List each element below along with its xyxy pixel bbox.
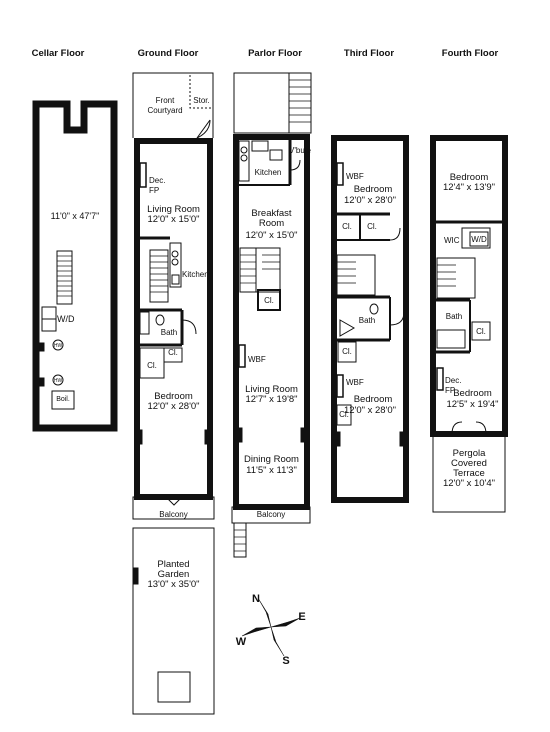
parlor-living-room-name: Living Room: [245, 384, 298, 395]
cellar-plan: [32, 100, 118, 432]
cellar-water-heater-1: HW: [53, 343, 63, 349]
parlor-breakfast-room-name: Breakfast Room: [251, 208, 292, 229]
fourth-washer-dryer: W/D: [471, 235, 487, 244]
compass-rose: [241, 597, 301, 657]
ground-floor-plan: [132, 72, 215, 715]
ground-living-room-dims: 12'0" x 15'0": [147, 214, 200, 225]
parlor-dining-room-name: Dining Room: [244, 454, 299, 465]
water-heater-icon: [52, 374, 64, 386]
third-floor-title: Third Floor: [343, 48, 395, 59]
third-wood-burning-fireplace-1: WBF: [346, 172, 364, 181]
fourth-walk-in-closet: WIC: [444, 236, 460, 245]
parlor-floor-plan: [231, 72, 312, 558]
ground-closet-1: Cl.: [147, 361, 157, 370]
parlor-closet: Cl.: [264, 296, 274, 305]
ground-storage: Stor.: [193, 96, 210, 105]
fourth-bedroom-2-name: Bedroom: [453, 388, 492, 399]
fourth-closet: Cl.: [476, 327, 486, 336]
water-heater-icon: [52, 339, 64, 351]
parlor-breakfast-room-dims: 12'0" x 15'0": [245, 230, 298, 241]
ground-decorative-fireplace: Dec. FP: [149, 176, 166, 195]
parlor-wood-burning-fireplace: WBF: [248, 355, 266, 364]
fourth-pergola-terrace: Pergola Covered Terrace: [451, 448, 487, 479]
third-bedroom-2-name: Bedroom: [353, 394, 393, 405]
compass-west: W: [235, 636, 247, 648]
fourth-floor-plan: [430, 135, 508, 513]
fourth-bath: Bath: [445, 312, 463, 321]
compass-east: E: [298, 611, 306, 623]
parlor-dining-room-dims: 11'5" x 11'3": [246, 465, 297, 476]
ground-floor-title: Ground Floor: [137, 48, 199, 59]
parlor-living-room-dims: 12'7" x 19'8": [245, 394, 298, 405]
compass-north: N: [252, 593, 260, 605]
fourth-bedroom-2-dims: 12'5" x 19'4": [446, 399, 499, 410]
third-bedroom-1-name: Bedroom: [353, 184, 393, 195]
third-floor-plan: [331, 135, 409, 503]
cellar-water-heater-2: HW: [53, 378, 63, 384]
fourth-floor-title: Fourth Floor: [441, 48, 499, 59]
cellar-boiler: Boil.: [56, 396, 70, 403]
ground-bedroom-dims: 12'0" x 28'0": [147, 401, 200, 412]
cellar-washer-dryer: W/D: [57, 314, 75, 324]
ground-planted-garden: Planted Garden: [157, 559, 190, 580]
third-bedroom-2-dims: 12'0" x 28'0": [343, 405, 397, 416]
ground-bath: Bath: [160, 328, 178, 337]
third-closet-1: Cl.: [342, 222, 352, 231]
parlor-balcony: Balcony: [256, 510, 286, 519]
ground-front-courtyard: Front Courtyard: [147, 96, 183, 115]
ground-garden-dims: 13'0" x 35'0": [147, 579, 200, 590]
third-wood-burning-fireplace-2: WBF: [346, 378, 364, 387]
fourth-bedroom-1-dims: 12'4" x 13'9": [442, 182, 496, 193]
third-closet-4: Cl.: [339, 410, 349, 419]
parlor-vestibule: V'bule: [289, 146, 311, 155]
ground-balcony: Balcony: [159, 510, 188, 519]
third-bedroom-1-dims: 12'0" x 28'0": [343, 195, 397, 206]
parlor-kitchen: Kitchen: [254, 168, 282, 177]
third-closet-3: Cl.: [342, 347, 352, 356]
ground-closet-2: Cl.: [168, 348, 178, 357]
cellar-floor-title: Cellar Floor: [31, 48, 85, 59]
parlor-floor-title: Parlor Floor: [248, 48, 302, 59]
third-closet-2: Cl.: [367, 222, 377, 231]
cellar-dimensions: 11'0" x 47'7": [50, 211, 100, 221]
compass-south: S: [282, 655, 290, 667]
fourth-decorative-fireplace: Dec. FP: [445, 376, 462, 395]
ground-bedroom-name: Bedroom: [154, 391, 193, 402]
fourth-bedroom-1-name: Bedroom: [449, 172, 489, 183]
fourth-terrace-dims: 12'0" x 10'4": [442, 478, 496, 489]
ground-living-room-name: Living Room: [147, 204, 200, 215]
ground-kitchen: Kitchen: [182, 270, 209, 279]
third-bath: Bath: [358, 316, 376, 325]
